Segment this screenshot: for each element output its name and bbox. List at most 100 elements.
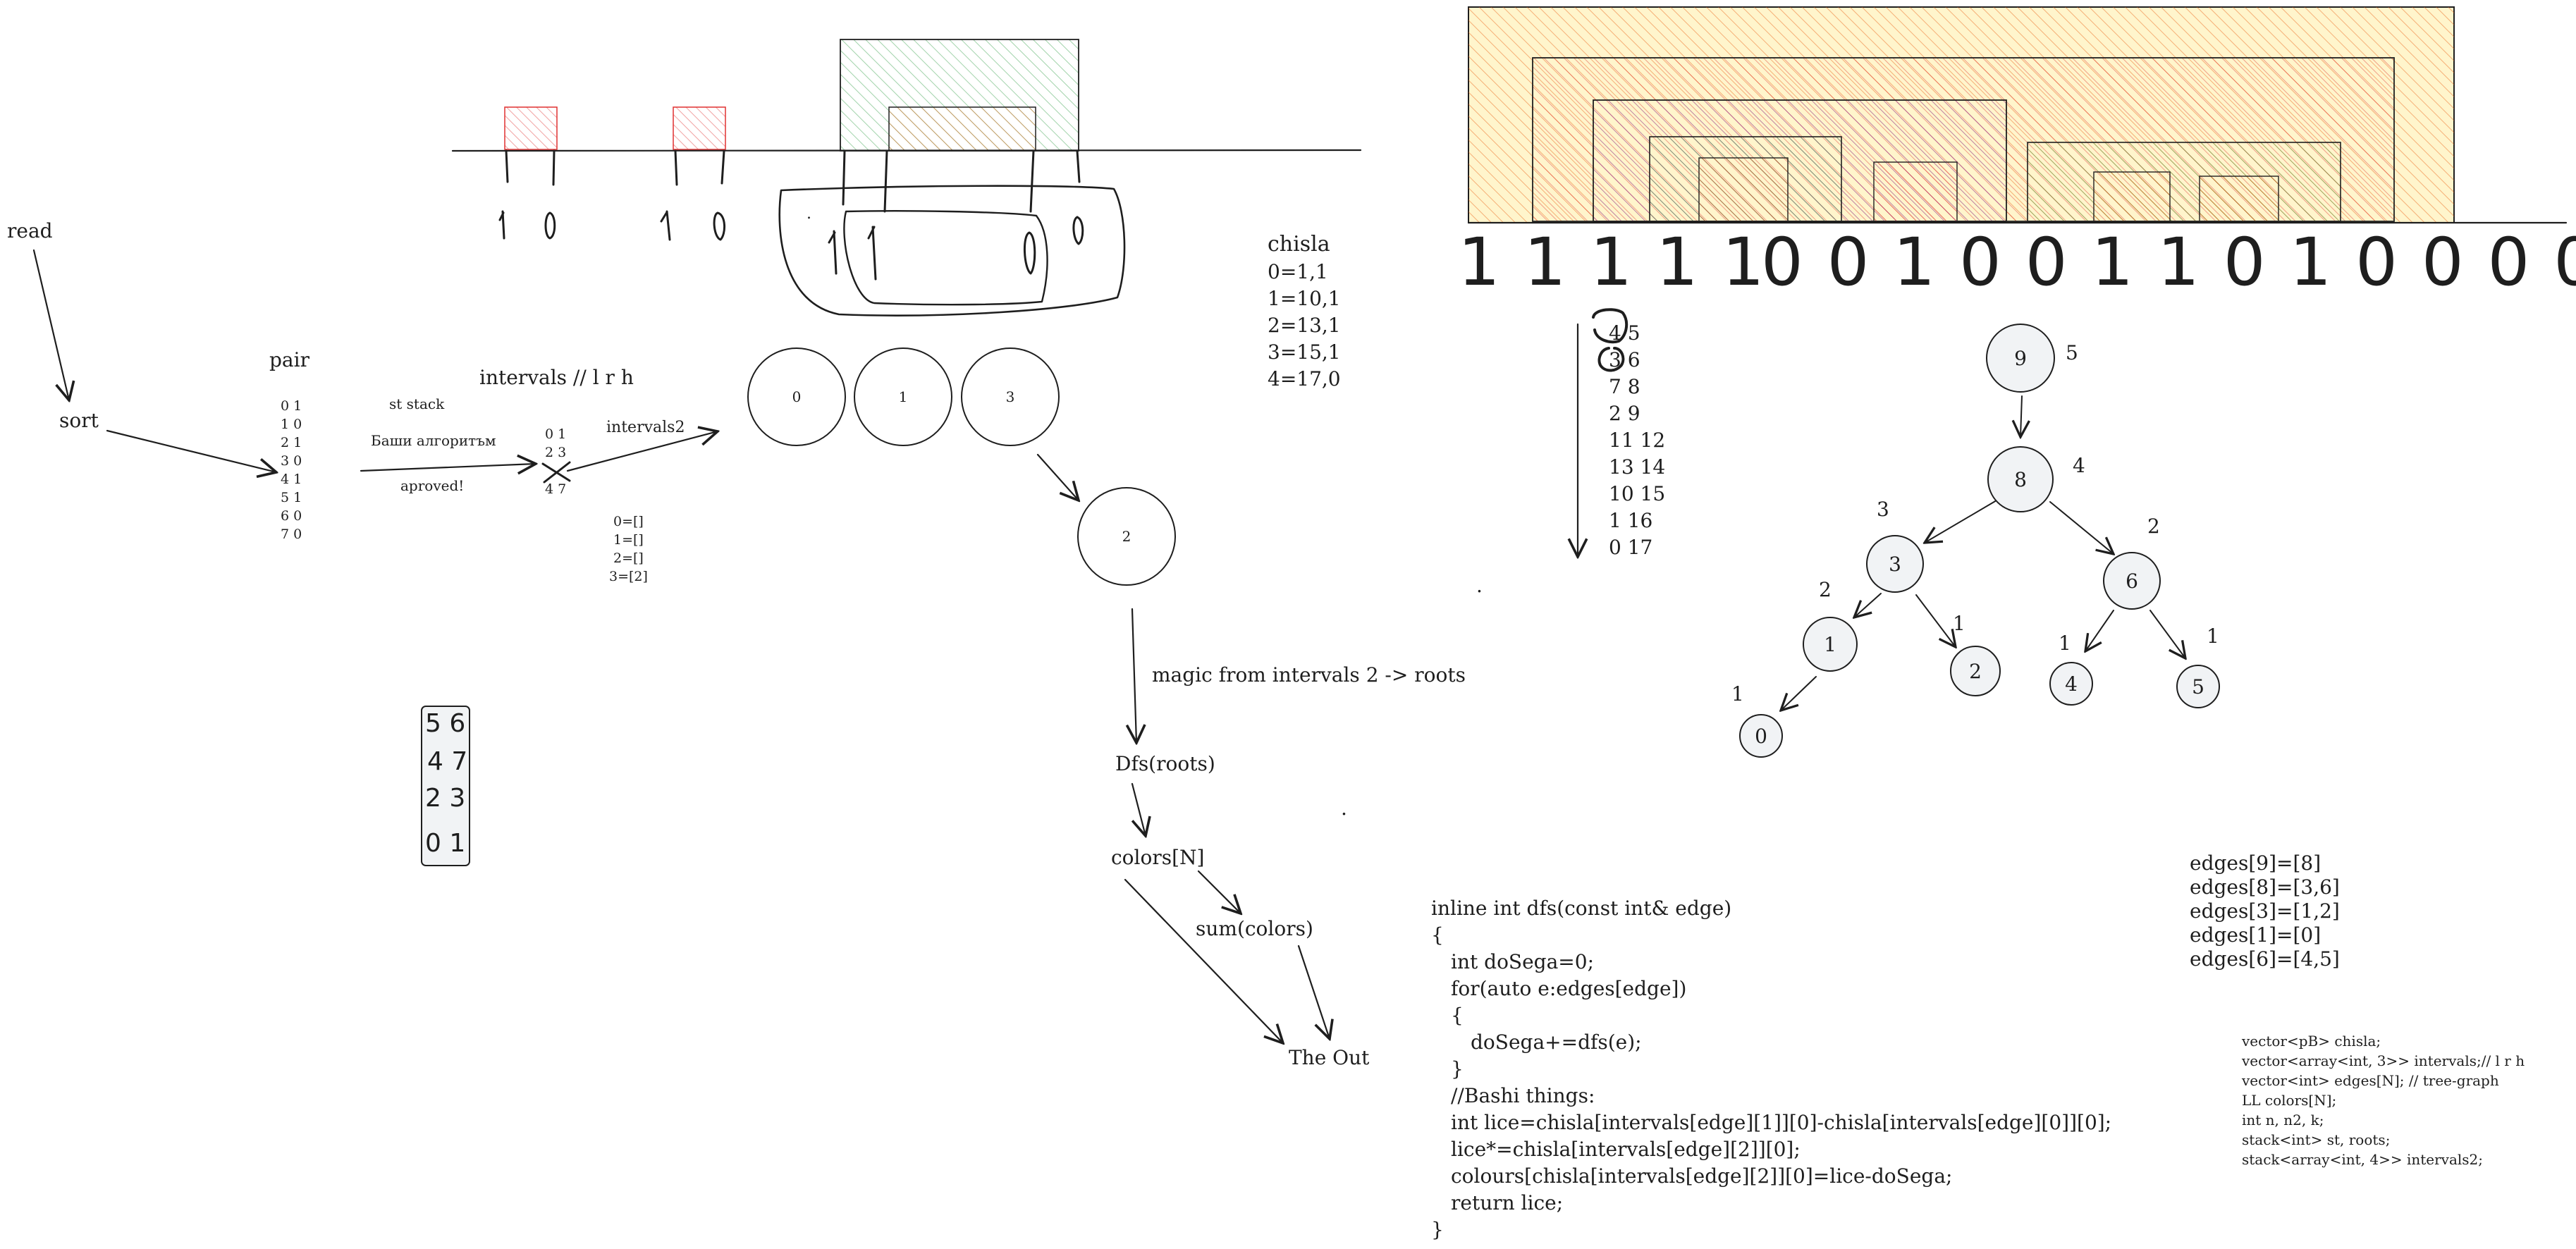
intervals-list: 0 1 2 3 4 7: [541, 426, 571, 497]
decl-line: int n, n2, k;: [2242, 1112, 2324, 1128]
intervals2-row: 2=[]: [613, 550, 644, 566]
arrow-dfs-colors: [1132, 782, 1146, 836]
arrow-colors-sum: [1197, 870, 1241, 913]
interval-sketch: .: [451, 39, 1362, 316]
tree-node-0: [1739, 714, 1783, 758]
decl-line: LL colors[N];: [2242, 1092, 2336, 1109]
code-line: int doSega=0;: [1451, 950, 1594, 973]
decl-line: vector<array<int, 3>> intervals;// l r h: [2241, 1052, 2525, 1069]
height-label: 1: [1731, 682, 1744, 706]
tree-node-9: [1986, 324, 2055, 393]
intervals2-label: intervals2: [606, 419, 685, 436]
chisla-row: 0=1,1: [1268, 260, 1328, 283]
digit-sketch: [1072, 216, 1084, 245]
edges-row: edges[8]=[3,6]: [2190, 875, 2340, 899]
the-out-label: The Out: [1289, 1046, 1370, 1069]
digit-sketch: [498, 210, 505, 240]
intervals2-list: 0=[] 1=[] 2=[] 3=[2]: [609, 514, 648, 584]
decl-line: vector<int> edges[N]; // tree-graph: [2241, 1072, 2499, 1089]
node-label: 2: [1969, 660, 1982, 683]
vertical-ticks: [505, 149, 1081, 213]
tree-node-2: [1950, 646, 2001, 696]
group-outline-inner: [843, 210, 1048, 306]
arrow-colors-out: [1124, 878, 1283, 1043]
tree-node-3: [1866, 535, 1924, 593]
intervals2-row: 3=[2]: [609, 569, 648, 584]
digit-sketch: [1023, 231, 1036, 275]
arrow-sum-out: [1297, 945, 1330, 1039]
stack-row: 5 6: [425, 709, 465, 738]
pair-right-row: 4 5: [1609, 321, 1640, 345]
height-label: 2: [1819, 578, 1832, 601]
tree-node-2: [1077, 487, 1176, 586]
pair-row: 6 0: [281, 508, 302, 524]
code-line: inline int dfs(const int& edge): [1431, 897, 1731, 920]
pair-list: 0 1 1 0 2 1 3 0 4 1 5 1 6 0 7 0: [281, 398, 302, 542]
node-label: 8: [2014, 468, 2027, 491]
code-line: for(auto e:edges[edge]): [1451, 977, 1686, 1000]
colors-n-label: colors[N]: [1111, 846, 1204, 869]
scribble-mark: [1592, 308, 1629, 344]
red-interval-box: [673, 106, 726, 150]
edges-row: edges[1]=[0]: [2190, 923, 2321, 947]
code-line: //Bashi things:: [1451, 1084, 1595, 1107]
code-line: }: [1451, 1057, 1464, 1081]
digit-sketch: [544, 211, 556, 240]
digit-sketch: [660, 210, 671, 241]
node-label: 6: [2126, 570, 2138, 593]
chisla-block: chisla 0=1,1 1=10,1 2=13,1 3=15,1 4=17,0: [1268, 232, 1341, 390]
dot-mark: .: [806, 205, 811, 223]
digit-sketch: [867, 226, 877, 281]
code-line: return lice;: [1451, 1191, 1563, 1214]
arrow-pair-intervals: [360, 464, 536, 471]
interval-level-3b: [2027, 142, 2341, 222]
binary-group-1: 1 1 1 1 1: [1458, 224, 1766, 301]
arrow-3-2: [1036, 453, 1079, 500]
chisla-row: 3=15,1: [1268, 340, 1341, 364]
code-line: colours[chisla[intervals[edge][2]][0]=li…: [1451, 1164, 1952, 1188]
decl-line: vector<pB> chisla;: [2241, 1033, 2381, 1050]
declarations: vector<pB> chisla; vector<array<int, 3>>…: [2241, 1033, 2525, 1168]
tree-node-5: [2176, 665, 2220, 708]
code-line: {: [1431, 923, 1444, 947]
chisla-row: 2=13,1: [1268, 314, 1341, 337]
interval-level-4d: [2199, 176, 2279, 222]
chisla-row: 4=17,0: [1268, 367, 1341, 390]
nested-intervals: 1 1 1 1 1 0 0 1 0 0 1 1 0 1 0 0 0 0: [1458, 6, 2576, 301]
height-label: 5: [2066, 341, 2078, 364]
arrow-intervals-intervals2: [566, 431, 718, 472]
tree-node-4: [2049, 662, 2093, 706]
aproved-label: aproved!: [400, 477, 464, 494]
node-label: 2: [1122, 528, 1131, 545]
edges-list: edges[9]=[8] edges[8]=[3,6] edges[3]=[1,…: [2190, 851, 2340, 971]
interval-level-4c: [2093, 171, 2171, 222]
stack-box: 5 6 4 7 2 3 0 1: [421, 706, 470, 866]
stack-row: 0 1: [425, 829, 465, 858]
node-label: 4: [2065, 672, 2078, 696]
decl-line: stack<int> st, roots;: [2242, 1131, 2390, 1148]
code-line: int lice=chisla[intervals[edge][1]][0]-c…: [1451, 1111, 2111, 1134]
code-line: }: [1431, 1218, 1444, 1241]
interval-row: 2 3: [545, 445, 566, 460]
tree-node-1: [1803, 617, 1858, 672]
pair-row: 5 1: [281, 490, 302, 505]
height-label: 1: [2207, 624, 2219, 648]
node-label: 9: [2014, 347, 2027, 370]
height-tree: 9 8 3 6 1 2 4 5 0 5 4 3 2 2 1 1 1 1: [1731, 324, 2220, 758]
chisla-title: chisla: [1268, 232, 1330, 257]
group-outline: [778, 185, 1126, 316]
sort-label: sort: [59, 409, 99, 432]
pair-right-row: 10 15: [1609, 482, 1665, 505]
tree-node-8: [1987, 446, 2054, 512]
height-label: 2: [2147, 515, 2160, 538]
pair-right-row: 1 16: [1609, 509, 1652, 532]
sum-colors-label: sum(colors): [1196, 917, 1313, 940]
tree-node-6: [2103, 552, 2161, 610]
dfs-code: inline int dfs(const int& edge) { int do…: [1431, 897, 2111, 1241]
edges-row: edges[6]=[4,5]: [2190, 947, 2340, 971]
pair-right-row: 0 17: [1609, 536, 1652, 559]
dfs-roots-label: Dfs(roots): [1115, 752, 1215, 775]
baseline: [451, 149, 1362, 152]
crossed-out-row: [541, 461, 571, 484]
stack-row: 4 7: [427, 747, 467, 776]
